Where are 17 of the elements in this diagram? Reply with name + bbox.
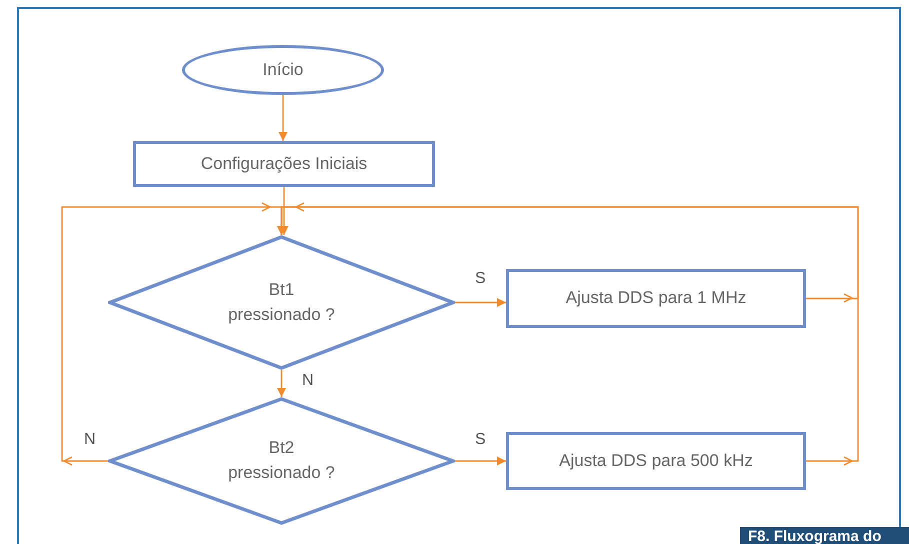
arrow bbox=[277, 206, 859, 466]
arrow bbox=[455, 298, 506, 307]
process-box bbox=[506, 432, 806, 490]
arrow bbox=[277, 370, 286, 397]
node-text: Bt1 pressionado ? bbox=[227, 278, 336, 326]
arrow bbox=[455, 456, 506, 466]
node-text: Ajusta DDS para 1 MHz bbox=[566, 287, 746, 310]
process-box bbox=[506, 269, 806, 328]
decision-diamond bbox=[108, 397, 455, 525]
node-text: Configurações Iniciais bbox=[200, 152, 368, 175]
decision-diamond bbox=[108, 235, 455, 370]
figure-caption: F8. Fluxograma do bbox=[740, 527, 909, 544]
node-text: Bt2 pressionado ? bbox=[227, 437, 336, 484]
node-text: Ajusta DDS para 500 kHz bbox=[559, 450, 753, 472]
node-text: Início bbox=[262, 58, 304, 81]
process-box bbox=[133, 141, 435, 187]
arrow bbox=[278, 95, 288, 141]
